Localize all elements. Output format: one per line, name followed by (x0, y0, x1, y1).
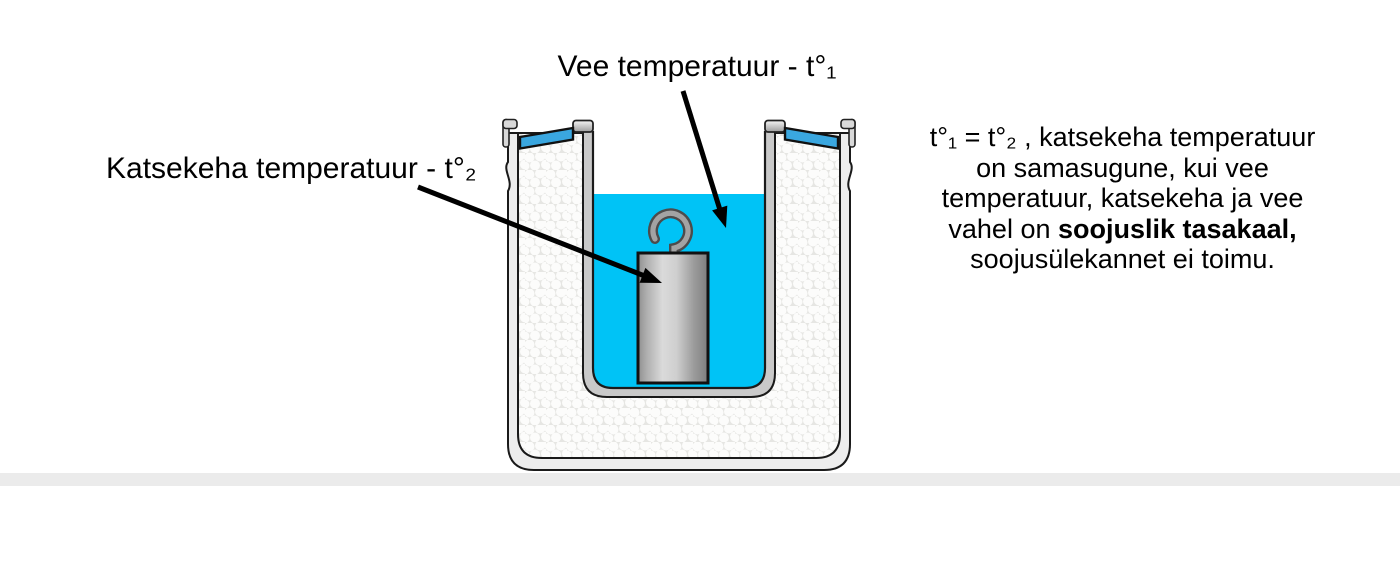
caption-line-1: t°₁ = t°₂ , katsekeha temperatuur (929, 122, 1316, 152)
floor-band (0, 473, 1400, 486)
body-temperature-label: Katsekeha temperatuur - t°₂ (106, 152, 477, 185)
water-temperature-label: Vee temperatuur - t°₁ (557, 50, 837, 83)
caption-line-4-normal: vahel on (948, 213, 1058, 244)
arrow-test-body (417, 184, 662, 283)
caption-line-2: on samasugune, kui vee (976, 152, 1269, 183)
inner-vessel-outline (591, 131, 767, 390)
caption-line-5: soojusülekannet ei toimu. (970, 244, 1275, 274)
hook (648, 208, 693, 260)
outer-rim-lip-right (840, 118, 856, 148)
inner-vessel-cap-left (572, 119, 594, 133)
lid-right (783, 126, 840, 150)
caption-line-4-bold: soojuslik tasakaal, (1057, 213, 1297, 244)
lid-left (518, 126, 575, 150)
arrow-water (680, 90, 728, 228)
inner-vessel-cap-right (764, 119, 786, 133)
caption-line-3: temperatuur, katsekeha ja vee (941, 183, 1304, 213)
caption-line-4: vahel on soojuslik tasakaal, (895, 214, 1350, 245)
equilibrium-caption: t°₁ = t°₂ , katsekeha temperatuur on sam… (895, 122, 1350, 275)
outer-rim-lip-left (502, 118, 518, 148)
